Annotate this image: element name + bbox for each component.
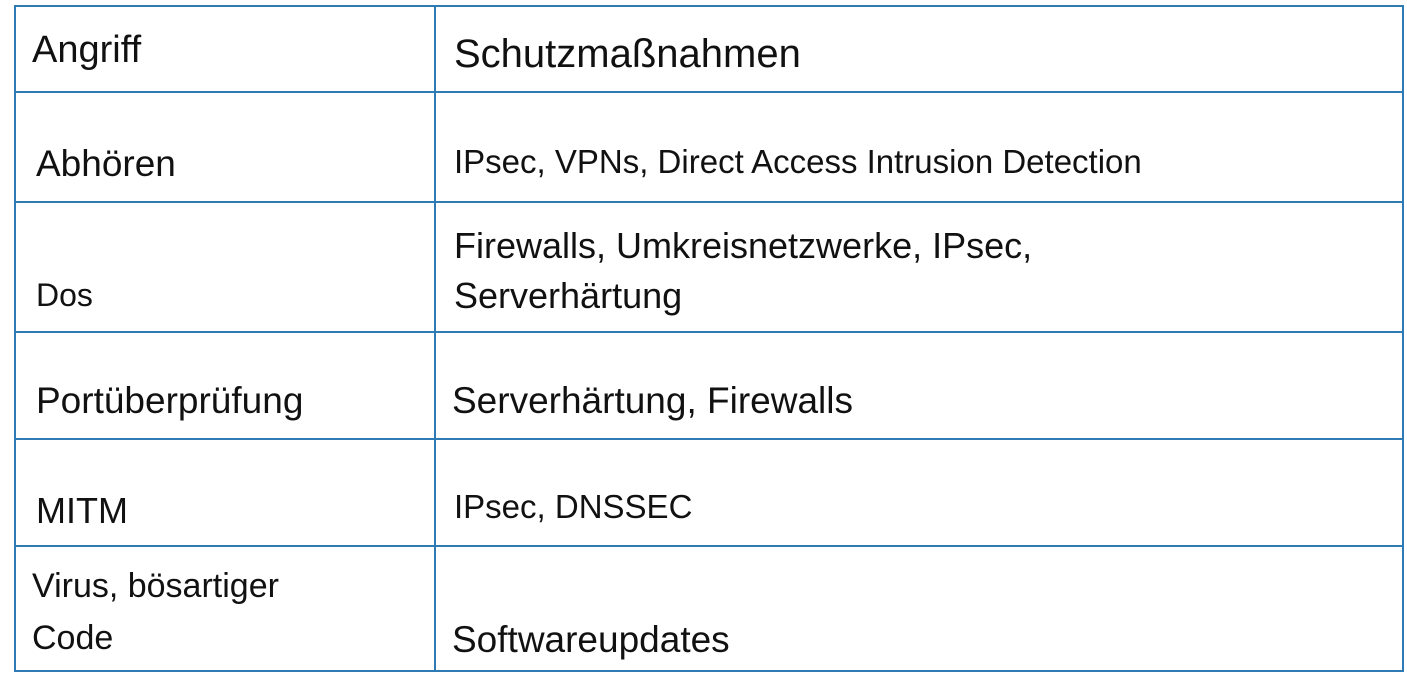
table-row: Dos Firewalls, Umkreisnetzwerke, IPsec, … bbox=[16, 203, 1402, 333]
header-attack: Angriff bbox=[32, 29, 142, 71]
attack-cell: MITM bbox=[36, 490, 128, 531]
protection-cell: IPsec, DNSSEC bbox=[454, 488, 693, 525]
protection-cell: Softwareupdates bbox=[452, 619, 730, 660]
protection-cell-line2: Serverhärtung bbox=[454, 275, 683, 316]
protection-cell: IPsec, VPNs, Direct Access Intrusion Det… bbox=[454, 143, 1142, 180]
attack-cell: Dos bbox=[36, 277, 93, 313]
attack-cell: Virus, bösartiger bbox=[32, 567, 279, 605]
protection-table: Angriff Schutzmaßnahmen Abhören IPsec, V… bbox=[14, 5, 1404, 672]
table-row: MITM IPsec, DNSSEC bbox=[16, 440, 1402, 547]
attack-cell: Portüberprüfung bbox=[36, 380, 304, 421]
header-protection: Schutzmaßnahmen bbox=[454, 32, 801, 76]
table-row: Abhören IPsec, VPNs, Direct Access Intru… bbox=[16, 93, 1402, 203]
protection-cell: Firewalls, Umkreisnetzwerke, IPsec, bbox=[454, 225, 1033, 266]
column-divider bbox=[434, 7, 436, 670]
table-header-row: Angriff Schutzmaßnahmen bbox=[16, 7, 1402, 93]
table-row: Portüberprüfung Serverhärtung, Firewalls bbox=[16, 333, 1402, 440]
attack-cell-line2: Code bbox=[32, 619, 114, 657]
table-row: Virus, bösartiger Code Softwareupdates bbox=[16, 547, 1402, 672]
attack-cell: Abhören bbox=[36, 143, 176, 184]
protection-cell: Serverhärtung, Firewalls bbox=[452, 380, 853, 421]
